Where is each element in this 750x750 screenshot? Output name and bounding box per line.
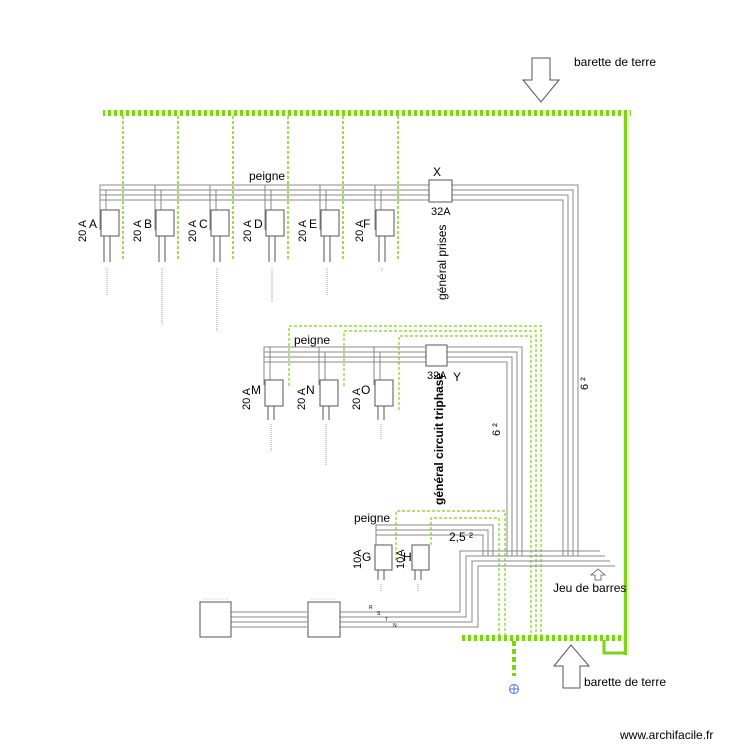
svg-text:G: G: [362, 550, 371, 564]
top-earth-bar: [103, 110, 631, 116]
earth-bar-bottom-label: barette de terre: [584, 675, 666, 689]
row1-circuit-notes: [106, 268, 383, 332]
section-6-right: 6 ²: [579, 377, 591, 390]
row1-outputs: [103, 236, 386, 262]
comb-label-1: peigne: [249, 169, 285, 183]
supply-feed: [230, 550, 482, 628]
svg-text:10A: 10A: [395, 549, 407, 569]
svg-text:20 A: 20 A: [241, 387, 253, 410]
svg-text:S: S: [377, 611, 381, 617]
svg-text:H: H: [403, 550, 412, 564]
busbar-label: Jeu de barres: [553, 581, 626, 595]
row1-comb-wires: [99, 184, 579, 556]
row2-labels: 20 A M 20 A N 20 A O: [241, 383, 370, 410]
supply-breaker: [307, 601, 341, 638]
breaker-y-id: Y: [453, 370, 461, 384]
svg-text:F: F: [363, 217, 370, 231]
breaker-x-rating: 32A: [431, 206, 451, 218]
earth-link: [602, 640, 626, 655]
row2-circuit-notes: [270, 424, 382, 466]
up-arrow-icon: [552, 644, 591, 689]
row1-labels: 20 A A 20 A B 20 A C 20 A D 20 A E 20 A …: [77, 217, 370, 242]
svg-text:20 A: 20 A: [77, 219, 89, 242]
row2-outputs: [267, 406, 385, 420]
row2-breakers: [264, 379, 394, 407]
row3-circuit-notes: [380, 584, 419, 592]
svg-text:A: A: [89, 217, 97, 231]
main-breaker-y: [425, 344, 448, 367]
svg-text:T: T: [385, 617, 388, 623]
svg-text:R: R: [369, 605, 373, 611]
row2-breaker-drops: [269, 347, 381, 385]
row3-outputs: [377, 570, 422, 580]
row1-earth-drops: [122, 116, 399, 260]
main-breaker-x: [428, 179, 453, 203]
busbar: [482, 550, 615, 567]
supply-meter: [199, 601, 232, 638]
breaker-y-rating: 32A: [427, 370, 447, 382]
right-earth-conductor: [623, 110, 629, 655]
svg-text:N: N: [306, 383, 315, 397]
row3-comb-wires: [375, 524, 494, 560]
breaker-x-name: général prises: [435, 225, 449, 300]
svg-text:20 A: 20 A: [354, 219, 366, 242]
svg-text:O: O: [361, 383, 370, 397]
svg-text:N: N: [393, 623, 397, 629]
comb-label-2: peigne: [294, 333, 330, 347]
breaker-x-id: X: [433, 165, 441, 179]
svg-text:20 A: 20 A: [296, 387, 308, 410]
comb-label-3: peigne: [354, 511, 390, 525]
svg-text:M: M: [251, 383, 261, 397]
phase-labels: R S T N: [369, 605, 397, 629]
row3-earth-loop: [395, 510, 506, 636]
breaker-y-name: général circuit triphasé: [432, 373, 446, 505]
row2-comb-wires: [263, 346, 523, 556]
svg-text:20 A: 20 A: [187, 219, 199, 242]
svg-text:B: B: [144, 217, 152, 231]
earth-bar-top-label: barette de terre: [574, 55, 656, 69]
svg-text:20 A: 20 A: [351, 387, 363, 410]
section-6-mid: 6 ²: [491, 423, 503, 436]
bottom-earth-bar: [462, 635, 628, 641]
row3-labels: 10A G 10A H: [352, 549, 412, 569]
row2-earth-loop: [288, 325, 542, 636]
watermark: www.archifacile.fr: [619, 728, 713, 742]
svg-text:20 A: 20 A: [132, 219, 144, 242]
svg-text:20 A: 20 A: [242, 219, 254, 242]
svg-text:E: E: [309, 217, 317, 231]
svg-text:D: D: [254, 217, 263, 231]
section-2-5: 2,5 ²: [449, 530, 473, 544]
svg-text:10A: 10A: [352, 549, 364, 569]
busbar-arrow-icon: [589, 568, 607, 581]
svg-text:20 A: 20 A: [297, 219, 309, 242]
row3-breakers: [374, 544, 430, 571]
svg-text:C: C: [199, 217, 208, 231]
down-arrow-icon: [521, 57, 561, 103]
